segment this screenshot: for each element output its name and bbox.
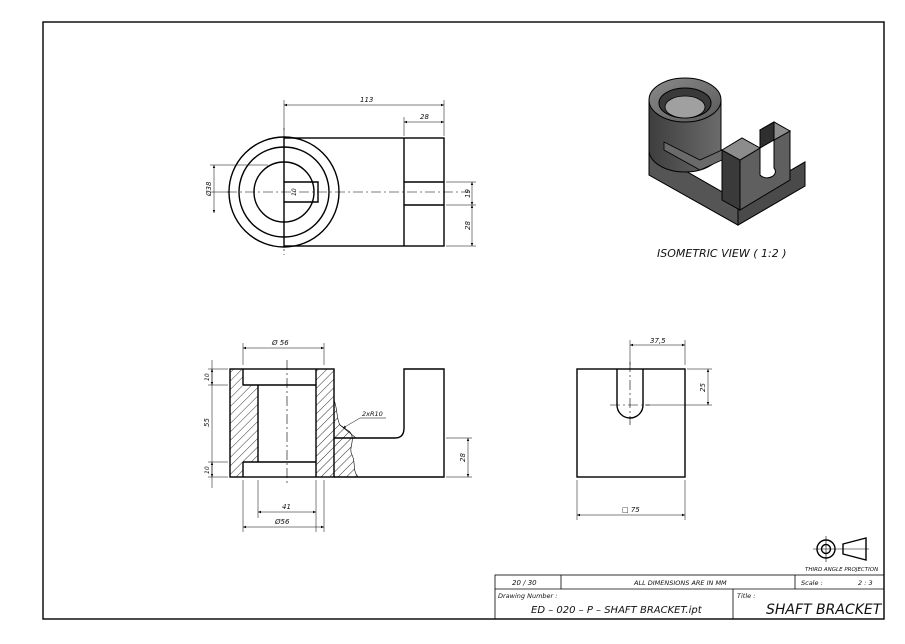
top-view: 113 28 Ø38 10 19 28 xyxy=(205,96,476,255)
scale-value: 2 : 3 xyxy=(858,579,873,587)
dim-front-top-flange: 10 xyxy=(204,373,211,381)
sheet-number: 20 / 30 xyxy=(512,579,537,587)
title-label: Title : xyxy=(737,592,755,600)
dim-front-bottom-dia: Ø56 xyxy=(274,518,290,526)
drawing-number: ED – 020 – P – SHAFT BRACKET.ipt xyxy=(531,605,703,616)
dim-side-slot-width: 37,5 xyxy=(650,337,666,345)
drawing-title: SHAFT BRACKET xyxy=(766,602,883,618)
dim-front-bore: 41 xyxy=(282,503,291,511)
dim-top-slot: 19 xyxy=(464,189,472,198)
dim-front-height: 55 xyxy=(203,418,211,427)
dim-top-overall: 113 xyxy=(360,96,373,104)
front-view-upright xyxy=(334,368,445,478)
front-view-hatch-left xyxy=(230,369,258,477)
scale-label: Scale : xyxy=(801,579,823,587)
dim-top-height: 28 xyxy=(464,221,472,230)
dim-front-top-dia: Ø 56 xyxy=(271,339,289,347)
side-view-body xyxy=(576,368,686,478)
projection-label: THIRD ANGLE PROJECTION xyxy=(805,567,878,573)
sheet-border xyxy=(42,21,885,620)
dim-top-dia: Ø38 xyxy=(205,181,213,197)
isometric-view: ISOMETRIC VIEW ( 1:2 ) xyxy=(648,77,806,260)
isometric-caption: ISOMETRIC VIEW ( 1:2 ) xyxy=(657,247,786,260)
dim-side-square: □ 75 xyxy=(622,506,640,514)
title-block: 20 / 30 ALL DIMENSIONS ARE IN MM Scale :… xyxy=(494,574,885,620)
front-view-hub-outline xyxy=(229,368,335,478)
dim-side-slot-depth: 25 xyxy=(699,383,707,392)
drawing-number-label: Drawing Number : xyxy=(498,592,557,600)
dim-top-keyway: 10 xyxy=(291,188,298,196)
dim-top-right-block: 28 xyxy=(420,113,429,121)
dim-front-base-height: 28 xyxy=(459,453,467,462)
side-view: 37,5 25 □ 75 xyxy=(576,337,712,520)
dim-front-radius: 2xR10 xyxy=(362,410,383,418)
front-view: Ø 56 10 55 10 2xR10 28 41 Ø56 xyxy=(203,339,472,532)
front-view-hatch-right xyxy=(316,369,358,477)
dim-front-bottom-flange: 10 xyxy=(204,466,211,474)
dimensions-note: ALL DIMENSIONS ARE IN MM xyxy=(633,579,727,587)
third-angle-projection-symbol: THIRD ANGLE PROJECTION xyxy=(805,536,878,573)
